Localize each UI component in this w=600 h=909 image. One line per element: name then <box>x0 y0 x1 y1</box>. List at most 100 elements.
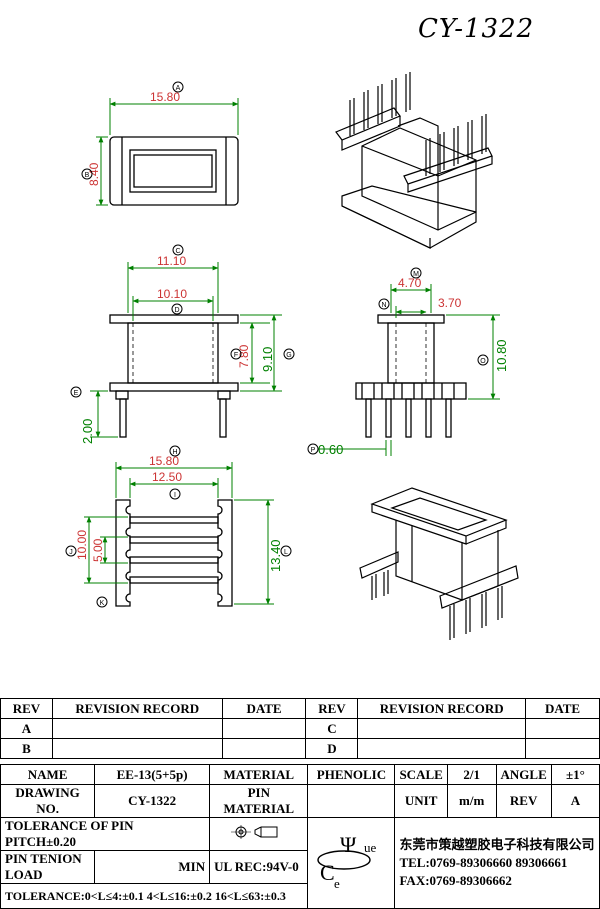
marker-K: K <box>96 596 108 608</box>
dimension-markers: A B C D E F G H I J K L M N O P <box>65 81 489 608</box>
dim-F-value: 7.80 <box>237 344 251 368</box>
marker-L: L <box>280 545 292 557</box>
dim-B-value: 8.40 <box>87 162 101 186</box>
rev-label: REV <box>495 784 552 818</box>
svg-text:L: L <box>284 549 288 556</box>
dimension-values: 15.80 8.40 11.10 10.10 7.80 4.70 3.70 15… <box>75 90 462 562</box>
date-header: DATE <box>221 698 307 719</box>
svg-text:ue: ue <box>364 840 377 855</box>
dim-K-value: 5.00 <box>91 538 105 562</box>
svg-text:H: H <box>172 449 177 456</box>
svg-text:F: F <box>234 352 238 359</box>
revision-record-header: REVISION RECORD <box>357 698 527 719</box>
rev-header: REV <box>0 698 53 719</box>
rev-cell: D <box>305 738 359 759</box>
dim-C-value: 11.10 <box>157 254 186 268</box>
pitch-tolerance: TOLERANCE OF PIN PITCH±0.20 <box>0 817 211 851</box>
name-label: NAME <box>0 764 96 785</box>
dim-L-value: 13.40 <box>268 539 283 572</box>
company-name: 东莞市策越塑胶电子科技有限公司 <box>399 837 595 852</box>
drawing-number-title: CY-1322 <box>418 14 535 44</box>
projection-symbol <box>209 817 309 851</box>
projection-icon <box>230 825 278 839</box>
marker-J: J <box>65 545 77 557</box>
dimension-values-green: 9.10 2.00 10.80 0.60 13.40 <box>80 339 509 572</box>
marker-D: D <box>171 303 183 315</box>
dim-G-value: 9.10 <box>260 347 275 372</box>
revision-table: REV REVISION RECORD DATE REV REVISION RE… <box>0 698 600 759</box>
angle-value: ±1° <box>550 764 600 785</box>
svg-text:Ψ: Ψ <box>340 832 357 857</box>
marker-P: P <box>307 443 319 455</box>
unit-value: m/m <box>446 784 497 818</box>
scale-value: 2/1 <box>446 764 497 785</box>
company-logo-mark: C Ψ ue e <box>317 832 377 891</box>
marker-O: O <box>477 354 489 366</box>
table-row: A C <box>0 718 600 739</box>
svg-text:C: C <box>175 248 180 255</box>
marker-E: E <box>70 386 82 398</box>
dim-N-value: 3.70 <box>438 296 462 310</box>
rev-value: A <box>550 784 600 818</box>
ul-rec: UL REC:94V-0 <box>209 850 309 884</box>
front-view <box>109 314 239 438</box>
svg-text:e: e <box>334 876 340 891</box>
top-view <box>109 136 239 206</box>
marker-C: C <box>172 244 184 256</box>
svg-text:J: J <box>69 549 73 556</box>
pin-tension-label: PIN TENION LOAD <box>0 850 96 884</box>
dim-H-value: 15.80 <box>149 454 179 468</box>
isometric-view-pins-up <box>335 72 493 249</box>
pin-material-label: PIN MATERIAL <box>209 784 309 818</box>
marker-F: F <box>230 348 242 360</box>
marker-B: B <box>81 168 93 180</box>
angle-label: ANGLE <box>495 764 552 785</box>
marker-H: H <box>169 445 181 457</box>
drawing-no-value: CY-1322 <box>94 784 211 818</box>
dim-O-value: 10.80 <box>494 339 509 372</box>
svg-text:D: D <box>174 307 179 314</box>
isometric-view-pins-down <box>359 487 519 640</box>
rev-cell: B <box>0 738 53 759</box>
bottom-view <box>115 499 233 607</box>
company-logo: C Ψ ue e <box>307 817 396 909</box>
marker-I: I <box>169 488 181 500</box>
svg-text:M: M <box>413 271 419 278</box>
svg-text:E: E <box>74 390 79 397</box>
svg-text:P: P <box>311 447 316 454</box>
name-value: EE-13(5+5p) <box>94 764 211 785</box>
dim-P-value: 0.60 <box>318 442 343 457</box>
company-fax: FAX:0769-89306662 <box>399 873 512 888</box>
rev-header: REV <box>305 698 359 719</box>
svg-text:N: N <box>381 302 386 309</box>
drawing-no-label: DRAWING NO. <box>0 784 96 818</box>
table-row: B D <box>0 738 600 759</box>
title-block: NAME EE-13(5+5p) MATERIAL PHENOLIC SCALE… <box>0 764 600 909</box>
marker-G: G <box>283 348 295 360</box>
company-info: 东莞市策越塑胶电子科技有限公司 TEL:0769-89306660 893066… <box>394 817 600 909</box>
date-header: DATE <box>525 698 600 719</box>
marker-A: A <box>172 81 184 93</box>
technical-drawing: 15.80 8.40 11.10 10.10 7.80 4.70 3.70 15… <box>65 72 519 640</box>
material-label: MATERIAL <box>209 764 309 785</box>
svg-text:O: O <box>480 358 486 365</box>
unit-label: UNIT <box>394 784 448 818</box>
rev-cell: A <box>0 718 53 739</box>
marker-M: M <box>410 267 422 279</box>
svg-text:C: C <box>320 860 335 885</box>
dim-A-value: 15.80 <box>150 90 180 104</box>
material-value: PHENOLIC <box>307 764 396 785</box>
svg-text:G: G <box>286 352 291 359</box>
dim-D-value: 10.10 <box>157 287 187 301</box>
company-tel: TEL:0769-89306660 89306661 <box>399 855 568 870</box>
dim-I-value: 12.50 <box>152 470 182 484</box>
general-tolerance: TOLERANCE:0<L≤4:±0.1 4<L≤16:±0.2 16<L≤63… <box>0 883 309 909</box>
svg-text:A: A <box>176 85 181 92</box>
svg-text:B: B <box>85 172 90 179</box>
side-view <box>355 314 467 438</box>
rev-cell: C <box>305 718 359 739</box>
svg-text:I: I <box>174 492 176 499</box>
dim-E-value: 2.00 <box>80 419 95 444</box>
dim-J-value: 10.00 <box>75 530 89 560</box>
pin-tension-min: MIN <box>94 850 211 884</box>
